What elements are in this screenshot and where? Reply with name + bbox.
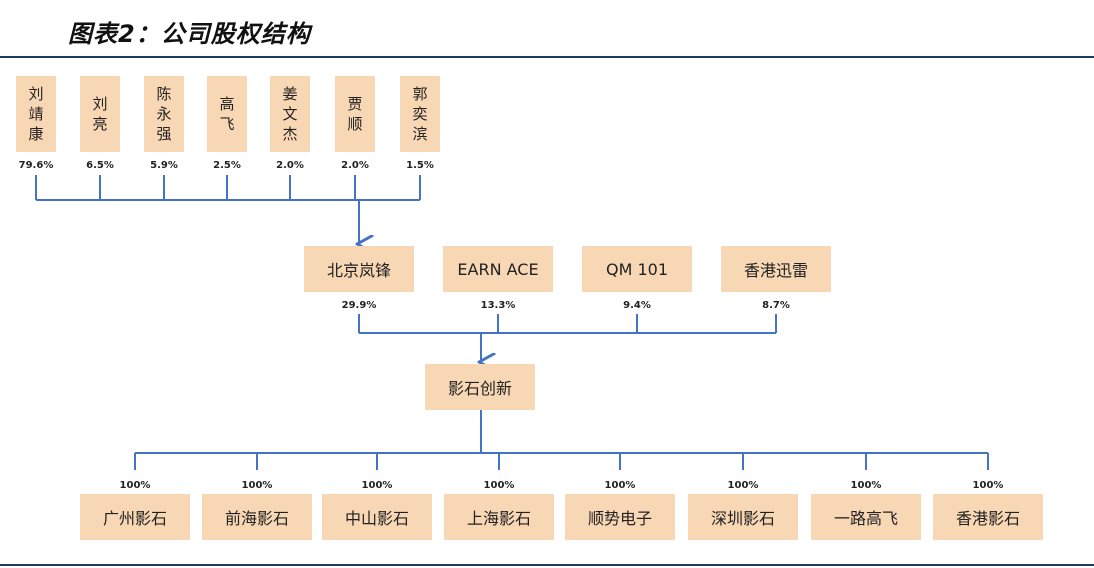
subsidiary-pct-2: 100% xyxy=(241,480,273,491)
subsidiary-pct-8: 100% xyxy=(972,480,1004,491)
chart-title: 图表2：公司股权结构 xyxy=(68,20,311,48)
subsidiary-pct-6: 100% xyxy=(727,480,759,491)
shareholder-name: 刘亮 xyxy=(92,95,108,133)
shareholder-box-7: 郭奕滨 xyxy=(400,76,440,152)
subsidiary-box-2: 前海影石 xyxy=(202,494,312,540)
subsidiary-pct-7: 100% xyxy=(850,480,882,491)
subsidiary-pct-3: 100% xyxy=(361,480,393,491)
holder-box-4: 香港迅雷 xyxy=(721,246,831,292)
shareholder-box-3: 陈永强 xyxy=(144,76,184,152)
holder-pct-2: 13.3% xyxy=(480,300,516,311)
subsidiary-box-7: 一路高飞 xyxy=(811,494,921,540)
holder-name: EARN ACE xyxy=(457,259,539,279)
subsidiary-name: 广州影石 xyxy=(102,509,167,528)
shareholder-name: 陈永强 xyxy=(156,85,172,143)
subsidiary-name: 深圳影石 xyxy=(710,509,775,528)
company-box: 影石创新 xyxy=(425,364,535,410)
holder-name: 香港迅雷 xyxy=(743,261,808,280)
shareholder-pct-4: 2.5% xyxy=(213,160,241,171)
shareholder-box-4: 高飞 xyxy=(207,76,247,152)
subsidiary-pct-5: 100% xyxy=(604,480,636,491)
subsidiary-name: 前海影石 xyxy=(224,509,289,528)
shareholder-pct-3: 5.9% xyxy=(150,160,178,171)
top-rule xyxy=(0,56,1094,58)
shareholder-name: 刘靖康 xyxy=(28,85,44,143)
holder-name: 北京岚锋 xyxy=(326,261,391,280)
bottom-rule xyxy=(0,564,1094,566)
shareholder-pct-5: 2.0% xyxy=(276,160,304,171)
company-name: 影石创新 xyxy=(447,379,512,398)
subsidiary-name: 中山影石 xyxy=(344,509,409,528)
shareholder-pct-1: 79.6% xyxy=(18,160,54,171)
shareholder-name: 郭奕滨 xyxy=(412,85,428,143)
subsidiary-name: 一路高飞 xyxy=(833,509,898,528)
holder-box-1: 北京岚锋 xyxy=(304,246,414,292)
holder-box-3: QM 101 xyxy=(582,246,692,292)
holder-name: QM 101 xyxy=(605,259,669,279)
shareholder-box-1: 刘靖康 xyxy=(16,76,56,152)
shareholder-box-2: 刘亮 xyxy=(80,76,120,152)
holder-pct-4: 8.7% xyxy=(762,300,790,311)
holder-pct-3: 9.4% xyxy=(623,300,651,311)
subsidiary-box-5: 顺势电子 xyxy=(565,494,675,540)
subsidiary-box-6: 深圳影石 xyxy=(688,494,798,540)
subsidiary-pct-1: 100% xyxy=(119,480,151,491)
subsidiary-name: 香港影石 xyxy=(955,509,1020,528)
subsidiary-pct-4: 100% xyxy=(483,480,515,491)
shareholder-name: 姜文杰 xyxy=(282,85,298,143)
shareholder-box-5: 姜文杰 xyxy=(270,76,310,152)
subsidiary-box-4: 上海影石 xyxy=(444,494,554,540)
subsidiary-box-8: 香港影石 xyxy=(933,494,1043,540)
shareholder-name: 贾顺 xyxy=(347,95,363,133)
subsidiary-box-3: 中山影石 xyxy=(322,494,432,540)
shareholder-box-6: 贾顺 xyxy=(335,76,375,152)
shareholder-pct-2: 6.5% xyxy=(86,160,114,171)
subsidiary-name: 顺势电子 xyxy=(587,509,652,528)
subsidiary-box-1: 广州影石 xyxy=(80,494,190,540)
shareholder-pct-7: 1.5% xyxy=(406,160,434,171)
shareholder-pct-6: 2.0% xyxy=(341,160,369,171)
shareholder-name: 高飞 xyxy=(219,95,235,133)
subsidiary-name: 上海影石 xyxy=(466,509,531,528)
holder-pct-1: 29.9% xyxy=(341,300,377,311)
holder-box-2: EARN ACE xyxy=(443,246,553,292)
